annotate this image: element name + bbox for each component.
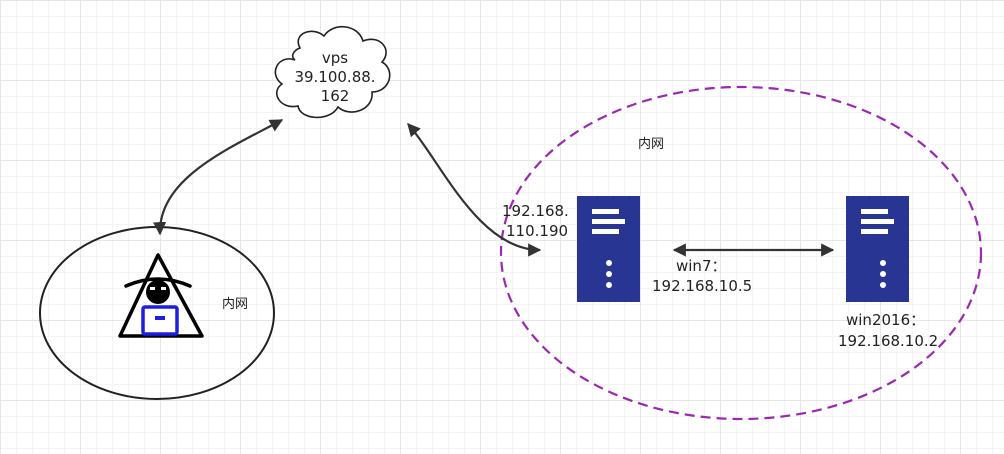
vps-name: vps [322, 49, 348, 67]
win2016-server-led2 [880, 271, 886, 277]
win2016-ip: 192.168.10.2 [838, 332, 938, 350]
target-intranet-label: 内网 [638, 136, 664, 152]
win7-outer-ip-line1: 192.168. [502, 202, 569, 220]
win2016-server-slot1 [861, 209, 888, 214]
cloud-icon[interactable] [274, 26, 391, 119]
hacker-laptop [141, 305, 179, 336]
win7-server-led2 [606, 271, 612, 277]
win2016-name: win2016： [846, 311, 925, 329]
win2016-server-led3 [880, 282, 886, 288]
win7-server-led1 [606, 260, 612, 266]
vps-win7-connection[interactable] [407, 123, 542, 257]
win2016-server-slot3 [861, 229, 888, 234]
win7-server-slot2 [592, 219, 625, 224]
hacker-brim [124, 277, 192, 288]
win7-outer-ip-line2: 110.190 [506, 222, 568, 240]
win7-server-slot1 [592, 209, 619, 214]
win7-name: win7： [676, 257, 727, 275]
attacker-vps-connection[interactable] [152, 119, 284, 236]
hacker-eye-right [161, 287, 166, 290]
hacker-face [146, 280, 170, 304]
attacker-intranet-label: 内网 [222, 296, 248, 312]
hacker-eye-left [150, 287, 155, 290]
win2016-server-led1 [880, 260, 886, 266]
win2016-server-slot2 [861, 219, 894, 224]
server-icon[interactable] [846, 196, 909, 302]
vps-ip-line1: 39.100.88. [294, 68, 375, 86]
win7-inner-ip: 192.168.10.5 [652, 277, 752, 295]
hacker-icon[interactable] [118, 253, 204, 338]
win7-server-led3 [606, 282, 612, 288]
win7-server-slot3 [592, 229, 619, 234]
server-icon[interactable] [577, 196, 640, 302]
hacker-laptop-logo [155, 316, 165, 320]
vps-cloud-shape [274, 26, 391, 119]
vps-ip-line2: 162 [321, 87, 350, 105]
